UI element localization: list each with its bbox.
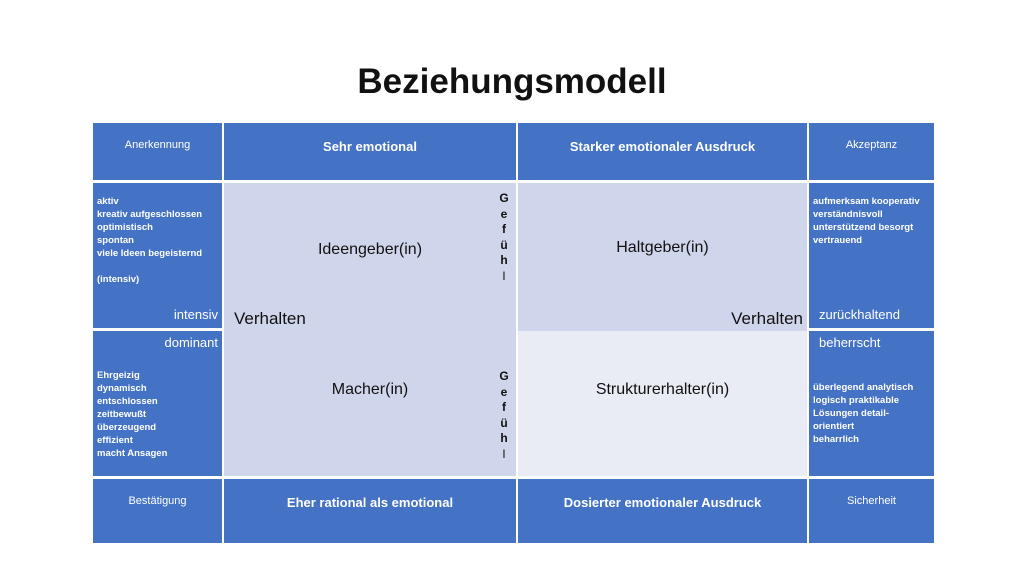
footer-dosierter-ausdruck: Dosierter emotionaler Ausdruck <box>518 479 809 543</box>
trait-item: entschlossen <box>97 396 158 407</box>
verhalten-right-label: Verhalten <box>731 309 803 328</box>
trait-item: Lösungen detail- <box>813 408 889 419</box>
letter: h <box>500 431 508 445</box>
trait-item: aufmerksam kooperativ <box>813 196 920 207</box>
letter: ü <box>500 237 508 252</box>
letter: l <box>502 268 506 283</box>
header-anerkennung: Anerkennung <box>93 123 224 183</box>
letter: e <box>500 384 508 399</box>
corner-intensiv: intensiv <box>173 307 218 322</box>
trait-item: beharrlich <box>813 434 859 445</box>
letter: h <box>500 253 508 267</box>
trait-list: Ehrgeizig dynamisch entschlossen zeitbew… <box>97 369 167 460</box>
quadrant-macher: Macher(in) G e f ü h l <box>224 331 518 479</box>
trait-item: verständnisvoll <box>813 209 883 220</box>
page-title: Beziehungsmodell <box>357 62 667 101</box>
trait-item: spontan <box>97 235 134 246</box>
verhalten-left-label: Verhalten <box>234 309 306 328</box>
role-ideengeber: Ideengeber(in) <box>317 241 423 258</box>
trait-item: logisch praktikable <box>813 395 900 406</box>
right-top-traits: aufmerksam kooperativ verständnisvoll un… <box>809 183 934 331</box>
role-macher: Macher(in) <box>331 381 409 398</box>
quadrant-haltgeber: Haltgeber(in) Verhalten <box>518 183 809 331</box>
trait-item: orientiert <box>813 421 855 432</box>
trait-item: (intensiv) <box>97 274 140 285</box>
trait-item: optimistisch <box>97 222 153 233</box>
trait-item: effizient <box>97 435 133 446</box>
gefuehl-vertical-top: G e f ü h l <box>498 191 510 284</box>
trait-list: überlegend analytisch logisch praktikabl… <box>813 381 913 446</box>
trait-item: viele Ideen begeisternd <box>97 248 203 259</box>
trait-item: überlegend analytisch <box>813 382 914 393</box>
footer-eher-rational: Eher rational als emotional <box>224 479 518 543</box>
quadrant-ideengeber: Ideengeber(in) Verhalten G e f ü h l <box>224 183 518 331</box>
trait-item: unterstützend besorgt <box>813 222 914 233</box>
letter: f <box>502 222 506 236</box>
letter: G <box>499 191 509 205</box>
trait-item: Ehrgeizig <box>97 370 140 381</box>
quadrant-strukturerhalter: Strukturerhalter(in) <box>518 331 809 479</box>
letter: ü <box>500 415 508 430</box>
trait-item: vertrauend <box>813 235 863 246</box>
letter: e <box>500 206 508 221</box>
role-haltgeber: Haltgeber(in) <box>616 239 709 256</box>
trait-item <box>97 260 202 273</box>
trait-item: kreativ aufgeschlossen <box>97 209 203 220</box>
corner-zurueckhaltend: zurückhaltend <box>819 307 900 322</box>
letter: f <box>502 400 506 414</box>
footer-bestaetigung: Bestätigung <box>93 479 224 543</box>
trait-item: macht Ansagen <box>97 448 168 459</box>
header-akzeptanz: Akzeptanz <box>809 123 934 183</box>
trait-list: aufmerksam kooperativ verständnisvoll un… <box>813 195 920 247</box>
role-strukturerhalter: Strukturerhalter(in) <box>595 381 730 398</box>
trait-item: dynamisch <box>97 383 147 394</box>
trait-item: zeitbewußt <box>97 409 147 420</box>
right-bottom-traits: beherrscht überlegend analytisch logisch… <box>809 331 934 479</box>
relationship-model-table: Anerkennung Sehr emotional Starker emoti… <box>93 123 934 543</box>
trait-item: überzeugend <box>97 422 157 433</box>
header-starker-ausdruck: Starker emotionaler Ausdruck <box>518 123 809 183</box>
trait-item: aktiv <box>97 196 119 207</box>
letter: l <box>502 446 506 461</box>
trait-list: aktiv kreativ aufgeschlossen optimistisc… <box>97 195 202 286</box>
letter: G <box>499 369 509 383</box>
header-sehr-emotional: Sehr emotional <box>224 123 518 183</box>
corner-dominant: dominant <box>164 335 218 350</box>
gefuehl-vertical-bottom: G e f ü h l <box>498 369 510 462</box>
left-top-traits: aktiv kreativ aufgeschlossen optimistisc… <box>93 183 224 331</box>
left-bottom-traits: dominant Ehrgeizig dynamisch entschlosse… <box>93 331 224 479</box>
corner-beherrscht: beherrscht <box>819 335 881 350</box>
footer-sicherheit: Sicherheit <box>809 479 934 543</box>
